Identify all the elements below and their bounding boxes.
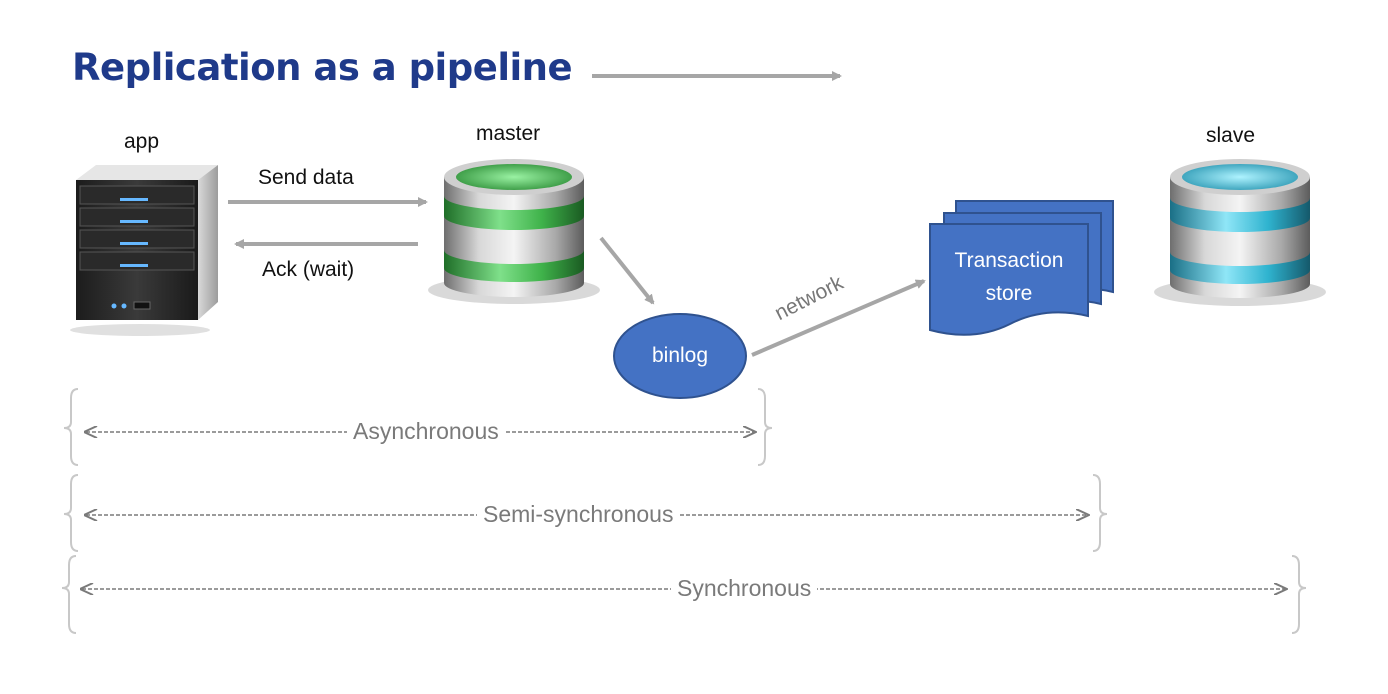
master-to-binlog-arrow xyxy=(599,236,655,305)
binlog-node xyxy=(613,313,747,399)
transaction-store-label-line2: store xyxy=(985,282,1033,305)
page-title: Replication as a pipeline xyxy=(72,46,573,89)
asynchronous-label: Asynchronous xyxy=(347,418,505,445)
semisync-range xyxy=(63,474,1108,552)
master-database-icon xyxy=(428,159,600,304)
master-label: master xyxy=(476,122,541,145)
slave-database-icon xyxy=(1154,159,1326,306)
network-arrow xyxy=(751,279,926,357)
async-range xyxy=(63,388,773,466)
binlog-label: binlog xyxy=(651,344,709,367)
server-icon xyxy=(70,165,218,336)
app-label: app xyxy=(124,130,160,153)
ack-label: Ack (wait) xyxy=(262,258,355,281)
semisync-left-brace xyxy=(63,474,79,552)
sync-right-brace xyxy=(1291,555,1307,634)
sync-range xyxy=(61,555,1307,634)
transaction-store-node xyxy=(929,200,1114,336)
async-right-brace xyxy=(757,388,773,466)
synchronous-label: Synchronous xyxy=(671,575,818,602)
sync-left-brace xyxy=(61,555,77,634)
async-left-brace xyxy=(63,388,79,466)
transaction-store-label-line1: Transaction xyxy=(954,249,1064,272)
semisync-right-brace xyxy=(1092,474,1108,552)
semi-synchronous-label: Semi-synchronous xyxy=(477,501,680,528)
slave-label: slave xyxy=(1206,124,1256,147)
send-data-label: Send data xyxy=(258,166,354,189)
